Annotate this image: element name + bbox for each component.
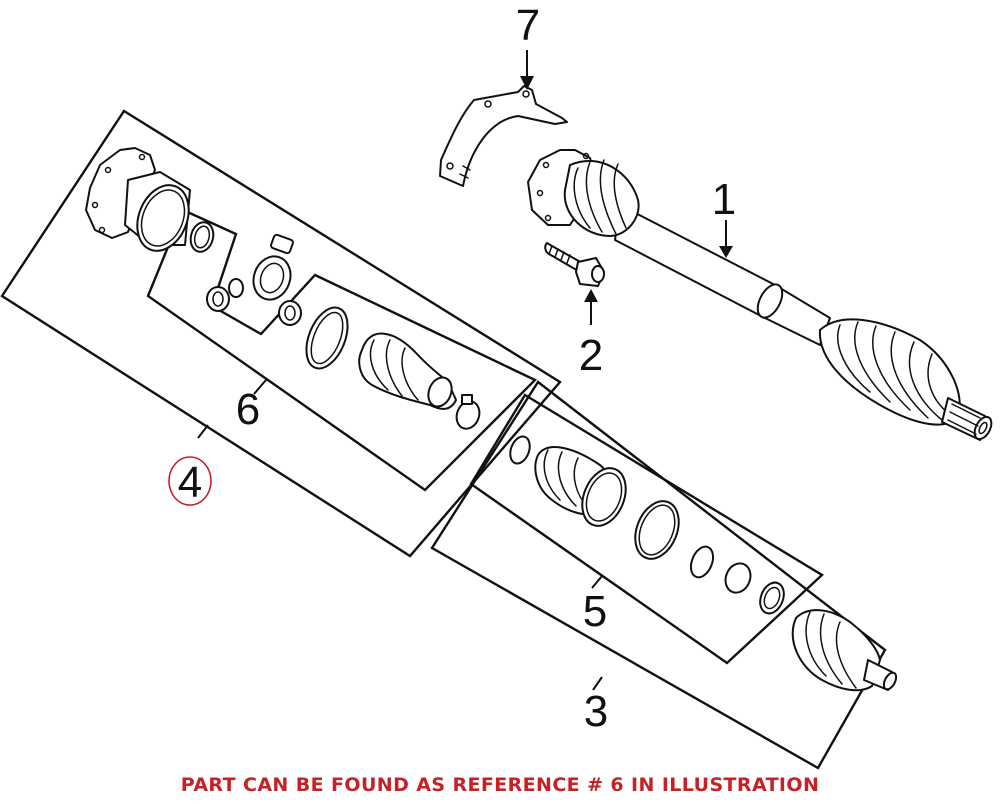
group-frame-6 <box>146 208 538 492</box>
outer-cv-joint-part <box>791 609 898 692</box>
bolt-part <box>544 242 605 287</box>
circlip-part <box>189 221 215 253</box>
callout-2[interactable]: 2 <box>579 331 603 380</box>
tripod-part <box>206 233 302 326</box>
callout-7[interactable]: 7 <box>516 1 540 50</box>
group-frame-4 <box>0 109 562 558</box>
callout-4[interactable]: 4 <box>178 458 202 507</box>
callout-6[interactable]: 6 <box>236 385 260 434</box>
leader-lines <box>197 50 733 691</box>
inner-boot-kit-parts <box>305 306 481 430</box>
group-frame-3 <box>430 380 887 770</box>
callout-1[interactable]: 1 <box>712 175 736 224</box>
reference-note: PART CAN BE FOUND AS REFERENCE # 6 IN IL… <box>180 774 820 796</box>
callout-5[interactable]: 5 <box>583 587 607 636</box>
outer-boot-kit-parts <box>509 435 785 615</box>
axle-shaft-part <box>527 149 993 441</box>
callout-4-highlight[interactable]: 4 <box>168 456 212 507</box>
highlight-circle <box>168 456 212 506</box>
group-frame-5 <box>469 393 824 665</box>
callout-3[interactable]: 3 <box>584 687 608 736</box>
heat-shield-part <box>439 85 568 187</box>
inner-cv-housing-part <box>85 147 191 252</box>
